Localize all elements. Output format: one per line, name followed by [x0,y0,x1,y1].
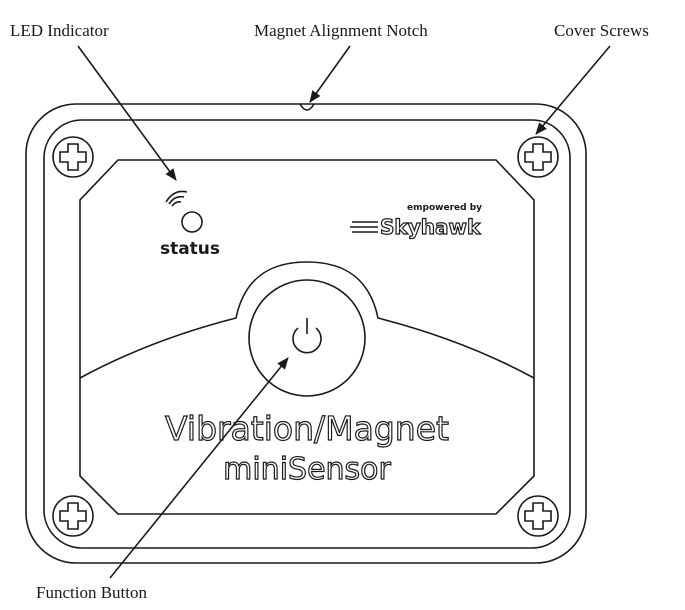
callout-function-button: Function Button [36,583,147,602]
function-button[interactable] [248,279,366,397]
product-name-line1: Vibration/Magnet [165,409,449,448]
status-label: status [160,239,220,259]
screw-top-left [52,136,94,178]
screw-bottom-left [52,495,94,537]
leader-magnet-notch [309,45,351,103]
screw-bottom-right [517,495,559,537]
brand-swoosh-icon [350,221,378,233]
button-dome-arc [79,261,535,379]
led-indicator [181,211,203,233]
magnet-alignment-notch [299,103,315,111]
leader-cover-screws [535,45,611,135]
leader-function-button [109,357,289,579]
housing-outer [25,103,587,564]
product-name-line2: miniSensor [223,452,391,487]
leader-led-indicator [77,45,177,181]
brand-name: Skyhawk [380,215,481,239]
brand-tagline: empowered by [407,203,482,213]
signal-icon [165,190,188,207]
power-icon [292,318,322,354]
screw-top-right [517,136,559,178]
callout-cover-screws: Cover Screws [554,21,649,40]
callout-magnet-notch: Magnet Alignment Notch [254,21,428,40]
callout-led-indicator: LED Indicator [10,21,109,40]
housing-inner [43,119,571,549]
front-panel [79,159,535,515]
